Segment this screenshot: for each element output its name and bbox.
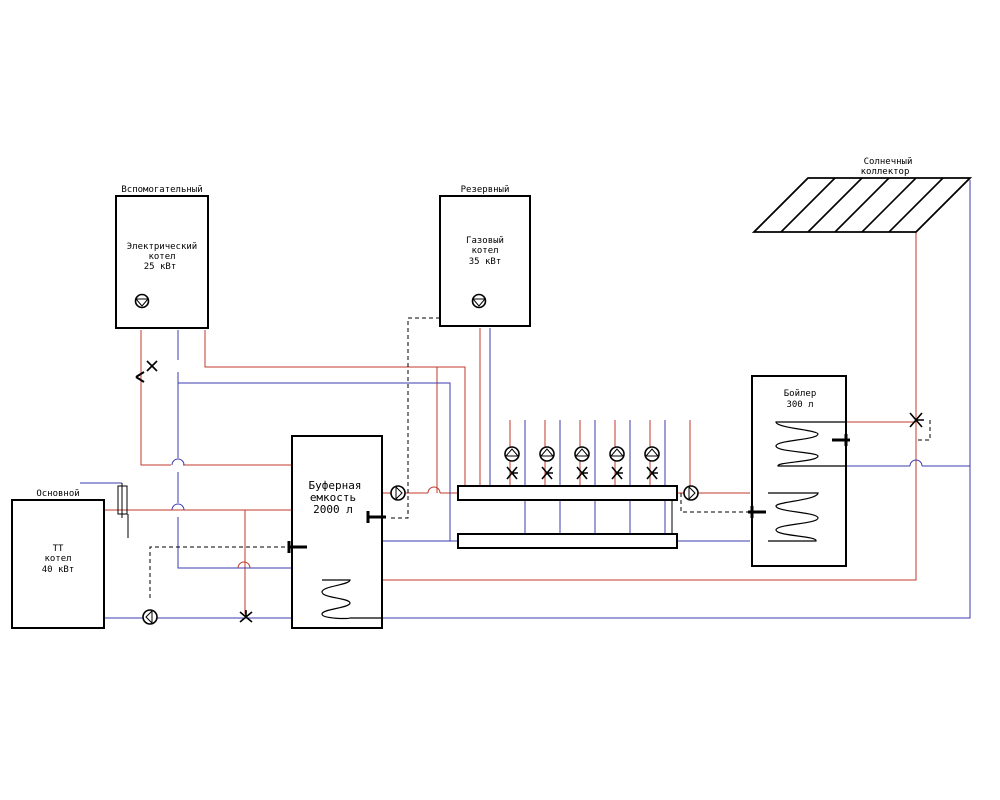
aux-power: 25 кВт — [144, 262, 177, 272]
water-heater — [751, 375, 847, 567]
pump-icon — [539, 446, 555, 462]
tt-line2: котел — [44, 554, 71, 564]
aux-title: Вспомогательный — [121, 185, 202, 195]
tt-mixing-valve-icon — [239, 610, 253, 623]
boiler-line1: Бойлер — [784, 389, 817, 399]
buffer-line2: емкость — [310, 491, 356, 504]
pipe-crossovers — [171, 458, 923, 569]
water-heater-bottom-coil — [768, 492, 819, 542]
solar-valve-icon — [909, 412, 924, 428]
buffer-tank — [291, 435, 383, 629]
solar-collector: Солнечный коллектор — [751, 157, 973, 233]
return-pipes — [80, 180, 971, 619]
mixing-valve-icon — [646, 466, 658, 480]
buffer-outlet-pump-icon — [390, 485, 406, 501]
main-title: Основной — [36, 489, 79, 499]
control-lines — [149, 317, 931, 598]
water-heater-top-coil — [775, 421, 846, 467]
boiler-volume: 300 л — [786, 400, 813, 410]
tt-line1: ТТ — [53, 544, 64, 554]
electric-boiler-valve-icon — [146, 360, 158, 372]
pump-icon — [574, 446, 590, 462]
solar-line2: коллектор — [861, 167, 910, 177]
aux-name-line2: котел — [148, 252, 175, 262]
gas-power: 35 кВт — [469, 257, 502, 267]
mixing-valve-icon — [611, 466, 623, 480]
solid-fuel-boiler — [11, 499, 105, 629]
manifold-valves — [506, 466, 658, 480]
buffer-line1: Буферная — [309, 479, 362, 492]
buffer-volume: 2000 л — [313, 503, 353, 516]
mixing-valve-icon — [541, 466, 553, 480]
sensor-icons — [287, 434, 850, 553]
pump-icon — [644, 446, 660, 462]
gas-name-line2: котел — [471, 246, 498, 256]
buffer-coil — [321, 579, 382, 620]
check-valve-icon — [135, 371, 145, 383]
solar-line1: Солнечный — [864, 157, 913, 167]
gas-boiler-pump-icon — [471, 293, 487, 309]
tt-power: 40 кВт — [42, 565, 75, 575]
manifold-pumps — [504, 446, 660, 462]
electric-boiler — [115, 195, 209, 329]
tt-return-pump-icon — [142, 609, 158, 625]
manifold — [457, 485, 678, 549]
mixing-valve-icon — [576, 466, 588, 480]
mixing-valve-icon — [506, 466, 518, 480]
supply-pipes — [104, 230, 917, 614]
boiler-charge-pump-icon — [683, 485, 699, 501]
reserve-title: Резервный — [461, 185, 510, 195]
pump-icon — [609, 446, 625, 462]
aux-name-line1: Электрический — [127, 242, 197, 252]
electric-boiler-pump-icon — [134, 293, 150, 309]
pump-icon — [504, 446, 520, 462]
safety-group-icon — [117, 483, 129, 538]
gas-name-line1: Газовый — [466, 236, 504, 246]
